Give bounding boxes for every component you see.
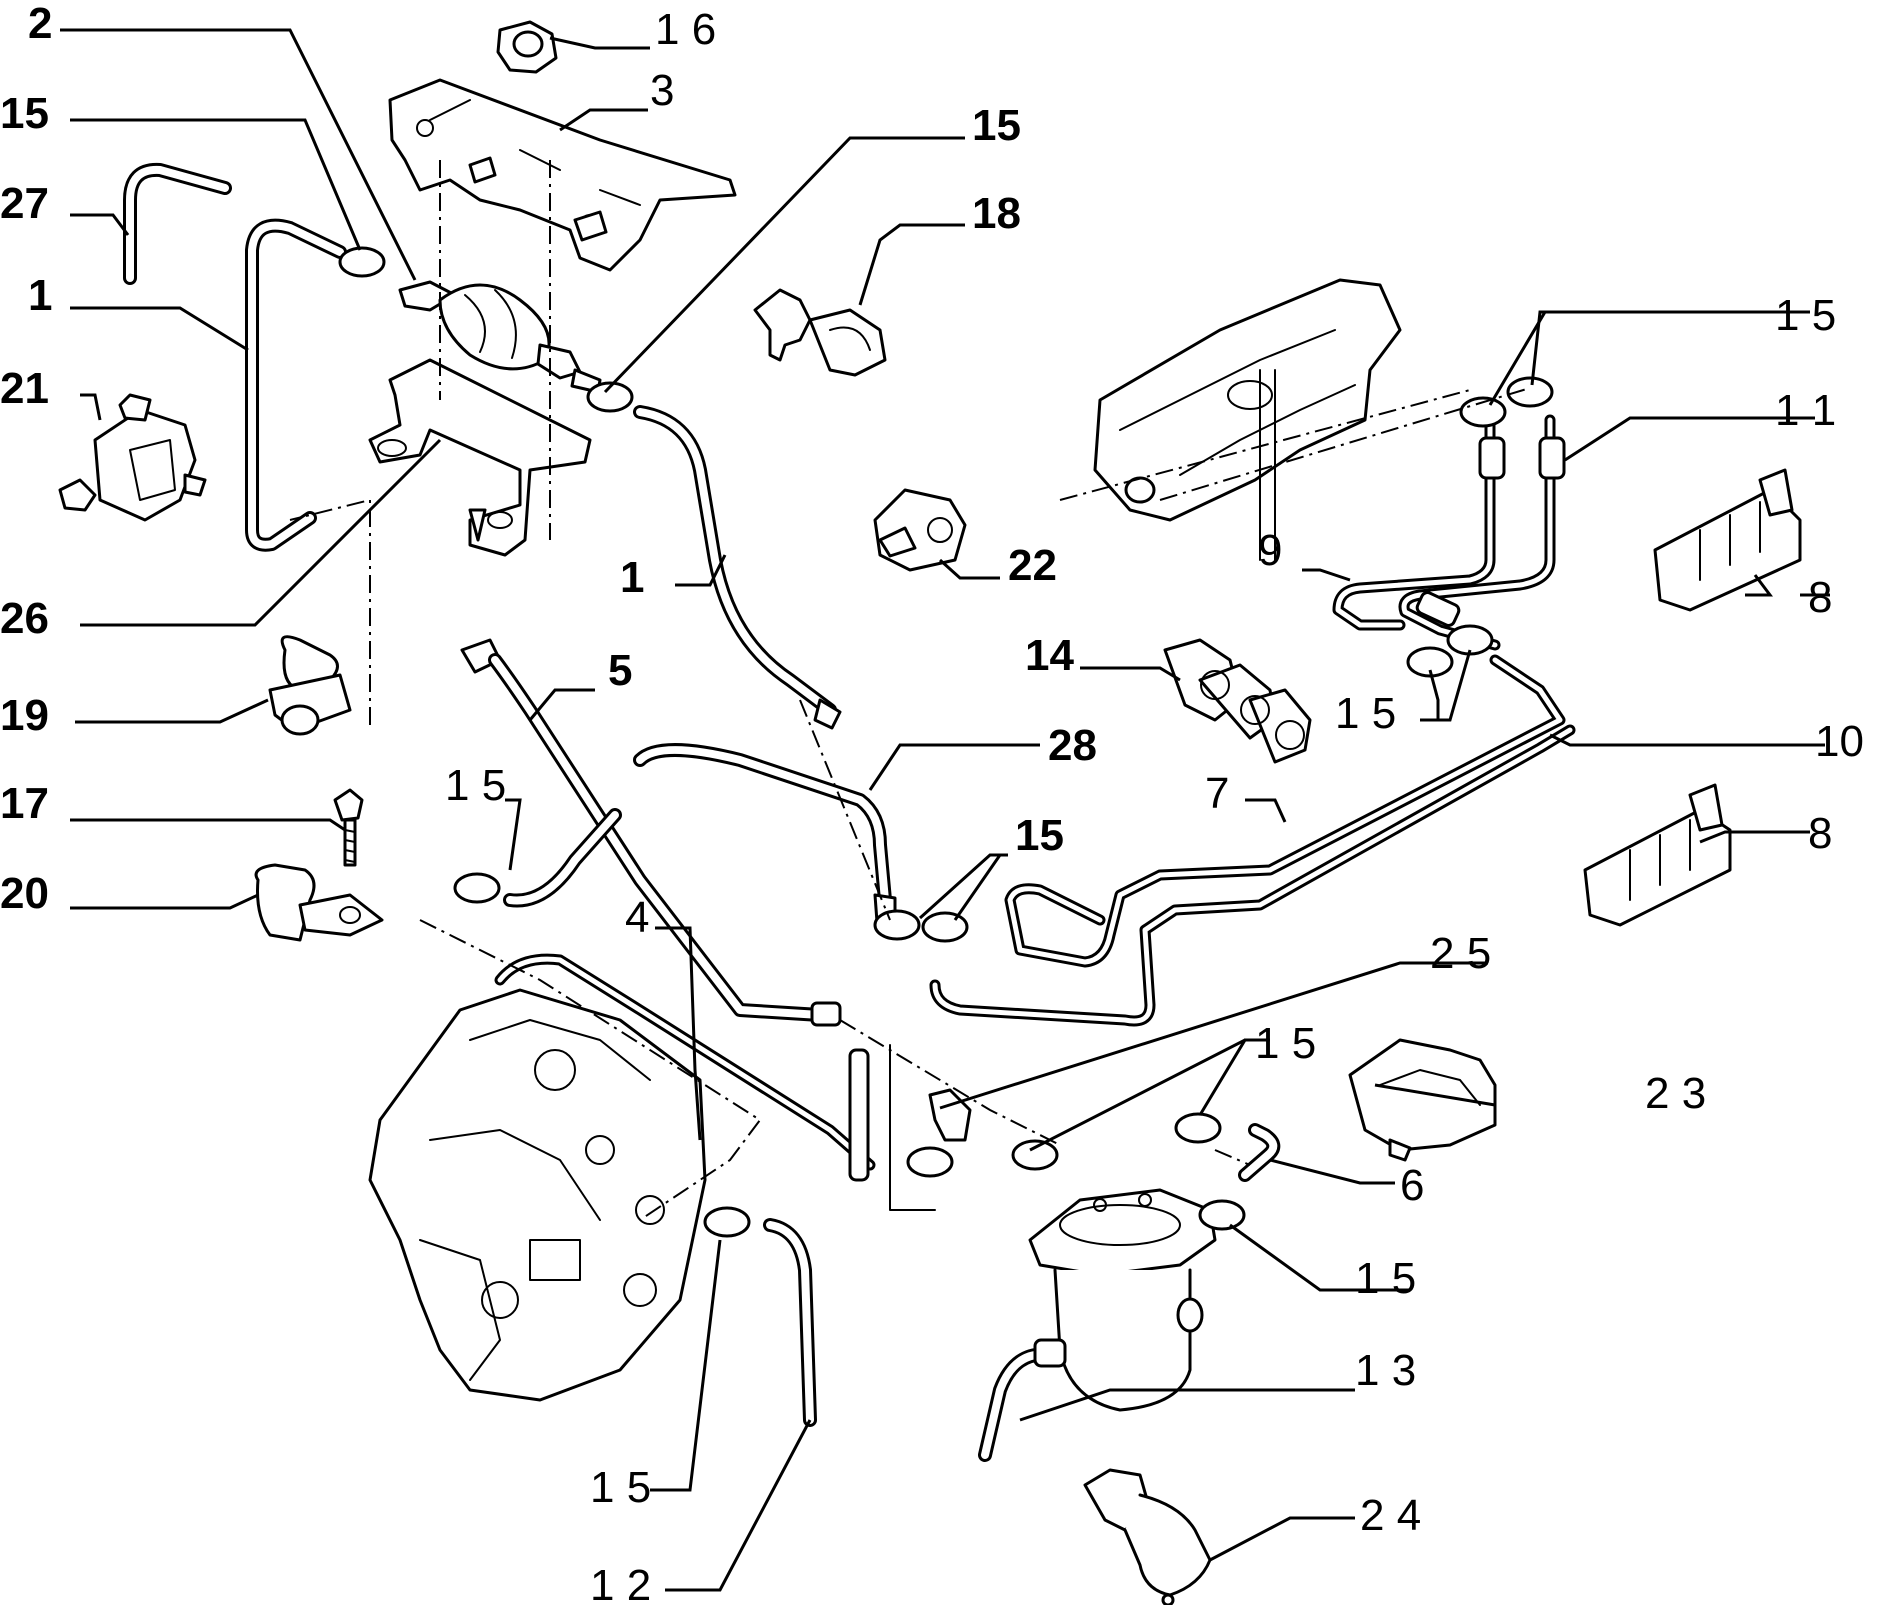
callout-15: 1 5 — [445, 761, 506, 810]
callout-10: 10 — [1815, 717, 1864, 766]
part-7-10-pipes — [929, 654, 1576, 1027]
part-8-clip-lower — [1583, 783, 1732, 927]
callout-1: 1 — [28, 271, 52, 320]
part-5-pipe — [460, 638, 842, 1027]
callout-20: 20 — [0, 869, 49, 918]
part-12-hose — [763, 1218, 817, 1427]
callout-23: 2 3 — [1645, 1069, 1706, 1118]
callout-13: 1 3 — [1355, 1346, 1416, 1395]
part-24-clip — [1083, 1468, 1212, 1605]
part-18-hose-clip — [753, 288, 887, 377]
callout-19: 19 — [0, 691, 49, 740]
part-19-clip — [268, 635, 352, 736]
part-17-bolt — [333, 788, 364, 867]
callout-12: 1 2 — [590, 1561, 651, 1605]
part-4-fuel-line — [494, 953, 876, 1171]
callout-14: 14 — [1025, 631, 1074, 680]
callout-15: 1 5 — [1255, 1019, 1316, 1068]
part-20-clamp — [254, 863, 384, 942]
callout-26: 26 — [0, 594, 49, 643]
callout-6: 6 — [1400, 1161, 1424, 1210]
callout-15: 1 5 — [1775, 291, 1836, 340]
part-26-bracket — [368, 358, 592, 557]
part-6-elbow — [1238, 1123, 1281, 1182]
leader-lines — [60, 28, 1830, 1592]
injection-pump — [368, 988, 707, 1402]
callout-8: 8 — [1808, 573, 1832, 622]
callout-17: 17 — [0, 779, 49, 828]
part-16-grommet — [496, 20, 558, 74]
callout-15: 15 — [0, 89, 49, 138]
part-14-clip — [1163, 638, 1312, 764]
callout-16: 1 6 — [655, 5, 716, 54]
callout-11: 1 1 — [1775, 386, 1836, 435]
alignment-lines — [289, 160, 1531, 1221]
callout-22: 22 — [1008, 541, 1057, 590]
callout-7: 7 — [1205, 769, 1229, 818]
callout-28: 28 — [1048, 721, 1097, 770]
callout-25: 2 5 — [1430, 929, 1491, 978]
callout-8: 8 — [1808, 809, 1832, 858]
part-21-support — [58, 393, 207, 522]
callout-5: 5 — [608, 646, 632, 695]
callout-15: 15 — [1015, 811, 1064, 860]
callout-15: 1 5 — [1355, 1254, 1416, 1303]
callout-21: 21 — [0, 364, 49, 413]
callout-1: 1 — [620, 553, 644, 602]
callout-15: 1 5 — [590, 1463, 651, 1512]
part-3-bracket — [388, 78, 737, 272]
hose-clamps-15 — [338, 246, 1554, 1238]
callout-4: 4 — [625, 893, 649, 942]
callout-18: 18 — [972, 189, 1021, 238]
callout-2: 2 — [28, 0, 52, 48]
part-11-tank-pipes — [1332, 414, 1566, 651]
fuel-filter — [1028, 1188, 1217, 1412]
part-22-mount — [873, 488, 967, 572]
part-8-clip-upper — [1653, 468, 1802, 612]
callout-15: 1 5 — [1335, 689, 1396, 738]
callout-3: 3 — [650, 66, 674, 115]
callout-27: 27 — [0, 179, 49, 228]
callout-9: 9 — [1258, 526, 1282, 575]
callout-24: 2 4 — [1360, 1491, 1421, 1540]
part-1-hose-centre — [633, 405, 842, 730]
part-9-fuel-tank — [1093, 278, 1402, 561]
part-27-hose — [123, 162, 232, 285]
part-25-fitting — [848, 1044, 972, 1211]
part-15-hose-mid — [503, 808, 622, 908]
callout-15: 15 — [972, 101, 1021, 150]
part-13-hose — [978, 1338, 1067, 1462]
part-1-hose-left — [245, 218, 347, 552]
